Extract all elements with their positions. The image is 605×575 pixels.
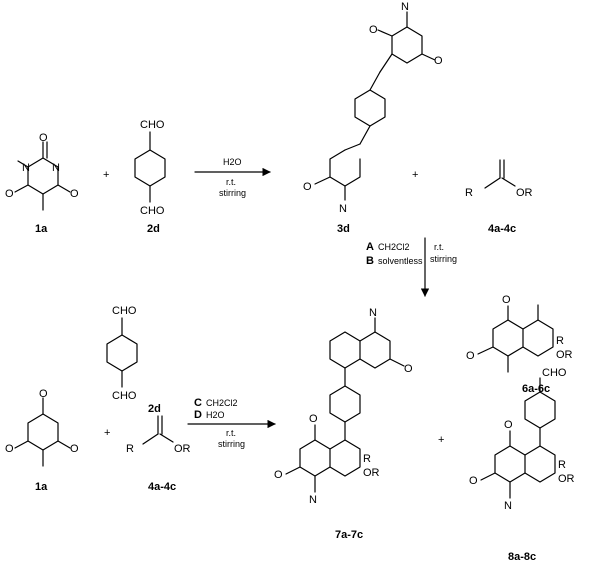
plus-sign: + (412, 169, 418, 181)
atom-n: N (22, 162, 30, 174)
terephthalaldehyde-2d-top: CHO CHO 2d (134, 119, 166, 235)
label-6a6c: 6a-6c (522, 383, 550, 395)
atom-r: R (363, 453, 371, 465)
atom-r: R (126, 443, 134, 455)
barbituric-1a-top: O N O O N 1a (5, 132, 79, 235)
condition-stirring: stirring (219, 188, 246, 198)
label-a: A (366, 241, 374, 253)
atom-r: R (556, 335, 564, 347)
atom-or: OR (556, 349, 573, 361)
label-c: C (194, 397, 202, 409)
atom-n: N (369, 307, 377, 319)
condition-ch2cl2: CH2Cl2 (206, 398, 238, 408)
terephthalaldehyde-2d-bottom: CHO CHO 2d (106, 305, 161, 415)
atom-o: O (39, 388, 48, 400)
atom-o: O (504, 419, 513, 431)
label-7a7c: 7a-7c (335, 529, 363, 541)
barbituric-1a-bottom: O O O 1a (5, 388, 79, 493)
label-1a: 1a (35, 481, 48, 493)
atom-o: O (309, 413, 318, 425)
label-2d: 2d (148, 403, 161, 415)
atom-o: O (469, 475, 478, 487)
label-d: D (194, 409, 202, 421)
atom-n: N (339, 203, 347, 215)
enol-ether-4a4c-top: R OR 4a-4c (465, 159, 533, 235)
atom-cho: CHO (112, 390, 137, 402)
atom-o: O (39, 132, 48, 144)
atom-o: O (369, 24, 378, 36)
condition-ch2cl2: CH2Cl2 (378, 242, 410, 252)
label-3d: 3d (337, 223, 350, 235)
atom-o: O (274, 469, 283, 481)
label-4a4c: 4a-4c (488, 223, 516, 235)
atom-o: O (434, 55, 443, 67)
condition-stirring: stirring (218, 439, 245, 449)
condition-h2o: H2O (206, 410, 225, 420)
condition-rt: r.t. (226, 428, 236, 438)
atom-o: O (502, 294, 511, 306)
atom-o: O (5, 188, 14, 200)
atom-cho: CHO (140, 119, 165, 131)
atom-r: R (465, 187, 473, 199)
atom-o: O (466, 350, 475, 362)
bis-pyranopyrimidine-7a7c: N O O O N R OR 7a-7c (274, 307, 413, 541)
atom-n: N (52, 162, 60, 174)
atom-o: O (5, 443, 14, 455)
atom-o: O (70, 188, 79, 200)
atom-cho: CHO (140, 205, 165, 217)
atom-n: N (309, 494, 317, 506)
atom-r: R (558, 459, 566, 471)
plus-sign: + (104, 427, 110, 439)
atom-cho: CHO (542, 367, 567, 379)
condition-stirring: stirring (430, 254, 457, 264)
atom-o: O (70, 443, 79, 455)
condition-rt: r.t. (226, 177, 236, 187)
enol-ether-4a4c-bottom: R OR 4a-4c (126, 415, 191, 493)
plus-sign: + (438, 434, 444, 446)
atom-or: OR (558, 473, 575, 485)
atom-or: OR (363, 467, 380, 479)
label-2d: 2d (147, 223, 160, 235)
atom-or: OR (516, 187, 533, 199)
bis-ylidene-3d: N O O N O 3d (303, 1, 443, 235)
pyranopyrimidine-6a6c: O O R OR 6a-6c (466, 294, 573, 395)
plus-sign: + (103, 169, 109, 181)
label-8a8c: 8a-8c (508, 551, 536, 563)
pyranopyrimidine-aldehyde-8a8c: CHO O O N R OR 8a-8c (469, 367, 575, 563)
atom-or: OR (174, 443, 191, 455)
condition-solventless: solventless (378, 256, 423, 266)
atom-n: N (504, 500, 512, 512)
atom-cho: CHO (112, 305, 137, 317)
atom-o: O (303, 181, 312, 193)
atom-o: O (404, 363, 413, 375)
label-1a: 1a (35, 223, 48, 235)
condition-rt: r.t. (434, 242, 444, 252)
reagent-h2o: H2O (223, 157, 242, 167)
atom-n: N (401, 1, 409, 13)
label-b: B (366, 255, 374, 267)
label-4a4c: 4a-4c (148, 481, 176, 493)
